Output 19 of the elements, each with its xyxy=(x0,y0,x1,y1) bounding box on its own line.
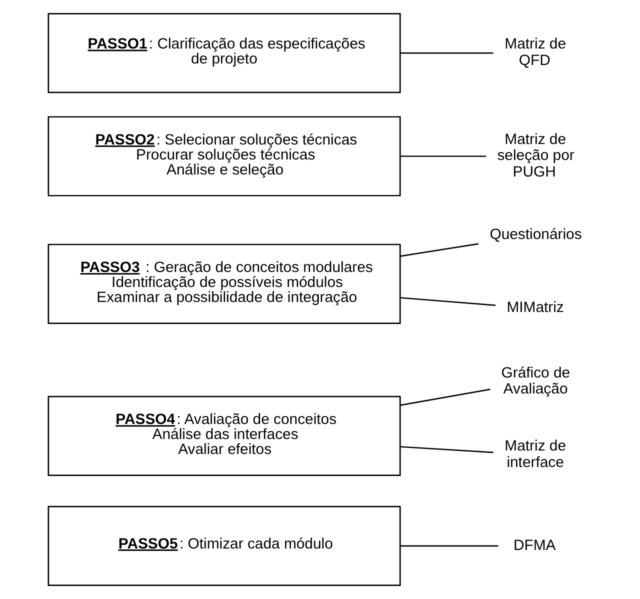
node-box: PASSO1: Clarificação das especificações de projeto xyxy=(48,13,401,94)
node-text: Matriz de interface xyxy=(504,438,566,471)
node-text: Gráfico de Avaliação xyxy=(501,364,570,398)
connector xyxy=(400,243,479,257)
node-box: PASSO3 : Geração de conceitos modulares Identificação de possíveis módulos Examinar a possibilidade de integração xyxy=(48,244,401,324)
node-box: PASSO2: Selecionar soluções técnicas Procurar soluções técnicas Análise e seleção xyxy=(48,116,401,196)
node-box: PASSO4: Avaliação de conceitos Análise das interfaces Avaliar efeitos xyxy=(48,396,401,476)
connector xyxy=(400,388,490,406)
node-text: Matriz de seleção por PUGH xyxy=(497,130,574,180)
connector xyxy=(400,52,494,54)
node-text: Matriz de QFD xyxy=(504,36,566,69)
connector xyxy=(400,545,498,547)
node-text: Questionários xyxy=(490,226,582,243)
connector xyxy=(400,297,496,306)
connector xyxy=(400,446,494,454)
node-text: DFMA xyxy=(513,536,556,554)
node-box: PASSO5: Otimizar cada módulo xyxy=(48,506,401,586)
node-text: MIMatriz xyxy=(506,299,564,316)
connector xyxy=(400,156,486,157)
